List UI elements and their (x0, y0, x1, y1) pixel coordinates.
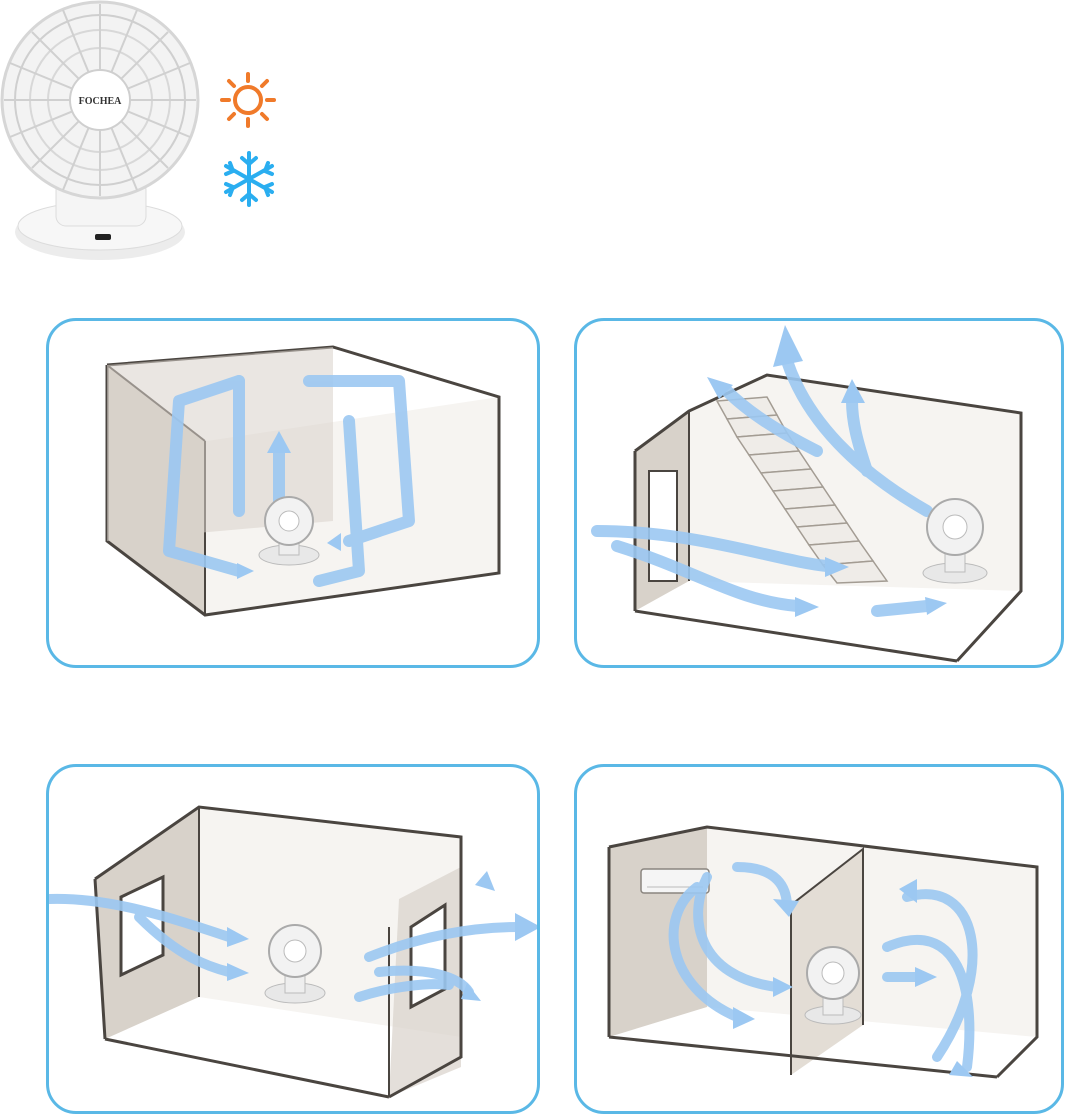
fan-icon (264, 924, 326, 1004)
panel-window-ventilation (46, 764, 540, 1114)
snowflake-icon (220, 150, 278, 208)
product-image: FOCHEA (0, 0, 200, 270)
brand-label: FOCHEA (79, 96, 123, 107)
fan-icon (922, 498, 988, 584)
two-room-ac-scene (607, 825, 1039, 1079)
window-ventilation-scene (49, 805, 537, 1099)
stairs-circulation-scene (591, 325, 1023, 663)
panel-two-room-ac-circulation (574, 764, 1064, 1114)
panel-room-circulation (46, 318, 540, 668)
room-circulation-scene (105, 345, 501, 617)
fan-icon (804, 946, 862, 1025)
fan-icon (258, 496, 320, 566)
sun-icon (220, 72, 276, 128)
fan-illustration: FOCHEA (0, 0, 200, 260)
panel-stairs-circulation (574, 318, 1064, 668)
